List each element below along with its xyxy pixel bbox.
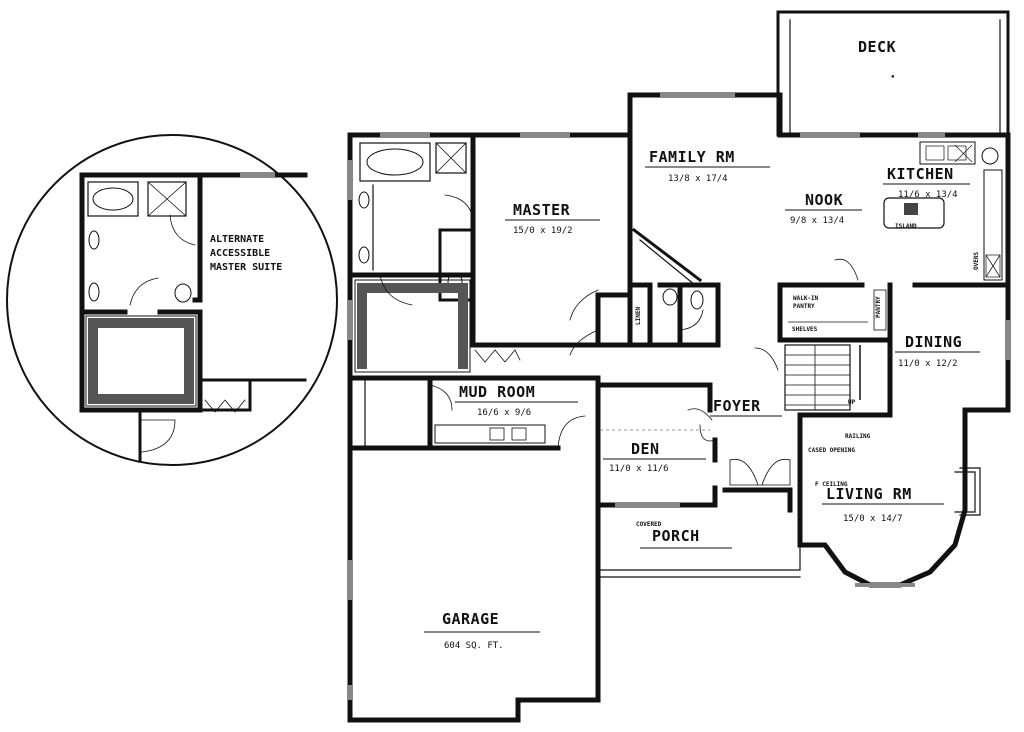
living-room-dims: 15/0 x 14/7	[843, 514, 903, 524]
covered-note: COVERED	[636, 521, 662, 528]
garage-dims: 604 SQ. FT.	[444, 641, 504, 651]
shelves-note: SHELVES	[792, 326, 818, 333]
svg-text:▪: ▪	[891, 73, 895, 80]
room-labels: DECK FAMILY RM 13/8 x 17/4 KITCHEN 11/6 …	[424, 38, 980, 651]
ovens-note: OVENS	[973, 252, 980, 270]
foyer-label: FOYER	[713, 397, 761, 415]
kitchen-dims: 11/6 x 13/4	[898, 190, 958, 200]
den-dims: 11/0 x 11/6	[609, 464, 669, 474]
porch-label: PORCH	[652, 527, 700, 545]
ceiling-note: F CEILING	[815, 481, 848, 488]
fixtures: ▪	[348, 73, 1010, 700]
inset-circle	[6, 134, 338, 466]
garage-label: GARAGE	[442, 610, 499, 628]
alternate-label-3: MASTER SUITE	[210, 262, 282, 273]
living-room-label: LIVING RM	[826, 485, 912, 503]
nook-dims: 9/8 x 13/4	[790, 216, 844, 226]
railing-note: RAILING	[845, 433, 871, 440]
dining-dims: 11/0 x 12/2	[898, 359, 958, 369]
master-label: MASTER	[513, 201, 571, 219]
mud-room-label: MUD ROOM	[459, 383, 535, 401]
kitchen-label: KITCHEN	[887, 165, 954, 183]
cased-opening-note: CASED OPENING	[808, 447, 855, 454]
den-label: DEN	[631, 440, 660, 458]
family-room-label: FAMILY RM	[649, 148, 735, 166]
master-dims: 15/0 x 19/2	[513, 226, 573, 236]
deck-label: DECK	[858, 38, 896, 56]
mud-room-dims: 16/6 x 9/6	[477, 408, 531, 418]
pantry-vertical-note: PANTRY	[875, 296, 882, 318]
alternate-suite-inset: ALTERNATE ACCESSIBLE MASTER SUITE	[6, 134, 338, 466]
dining-label: DINING	[905, 333, 962, 351]
linen-note: LINEN	[635, 307, 642, 325]
up-note: UP	[848, 399, 856, 406]
family-room-dims: 13/8 x 17/4	[668, 174, 728, 184]
pantry-note-2: PANTRY	[793, 303, 815, 310]
nook-label: NOOK	[805, 191, 843, 209]
alternate-label-1: ALTERNATE	[210, 234, 264, 245]
island-note: ISLAND	[895, 223, 917, 230]
annotations: WALK-IN PANTRY SHELVES ISLAND RAILING CA…	[635, 223, 980, 528]
alternate-label-2: ACCESSIBLE	[210, 248, 270, 259]
pantry-note-1: WALK-IN	[793, 295, 819, 302]
